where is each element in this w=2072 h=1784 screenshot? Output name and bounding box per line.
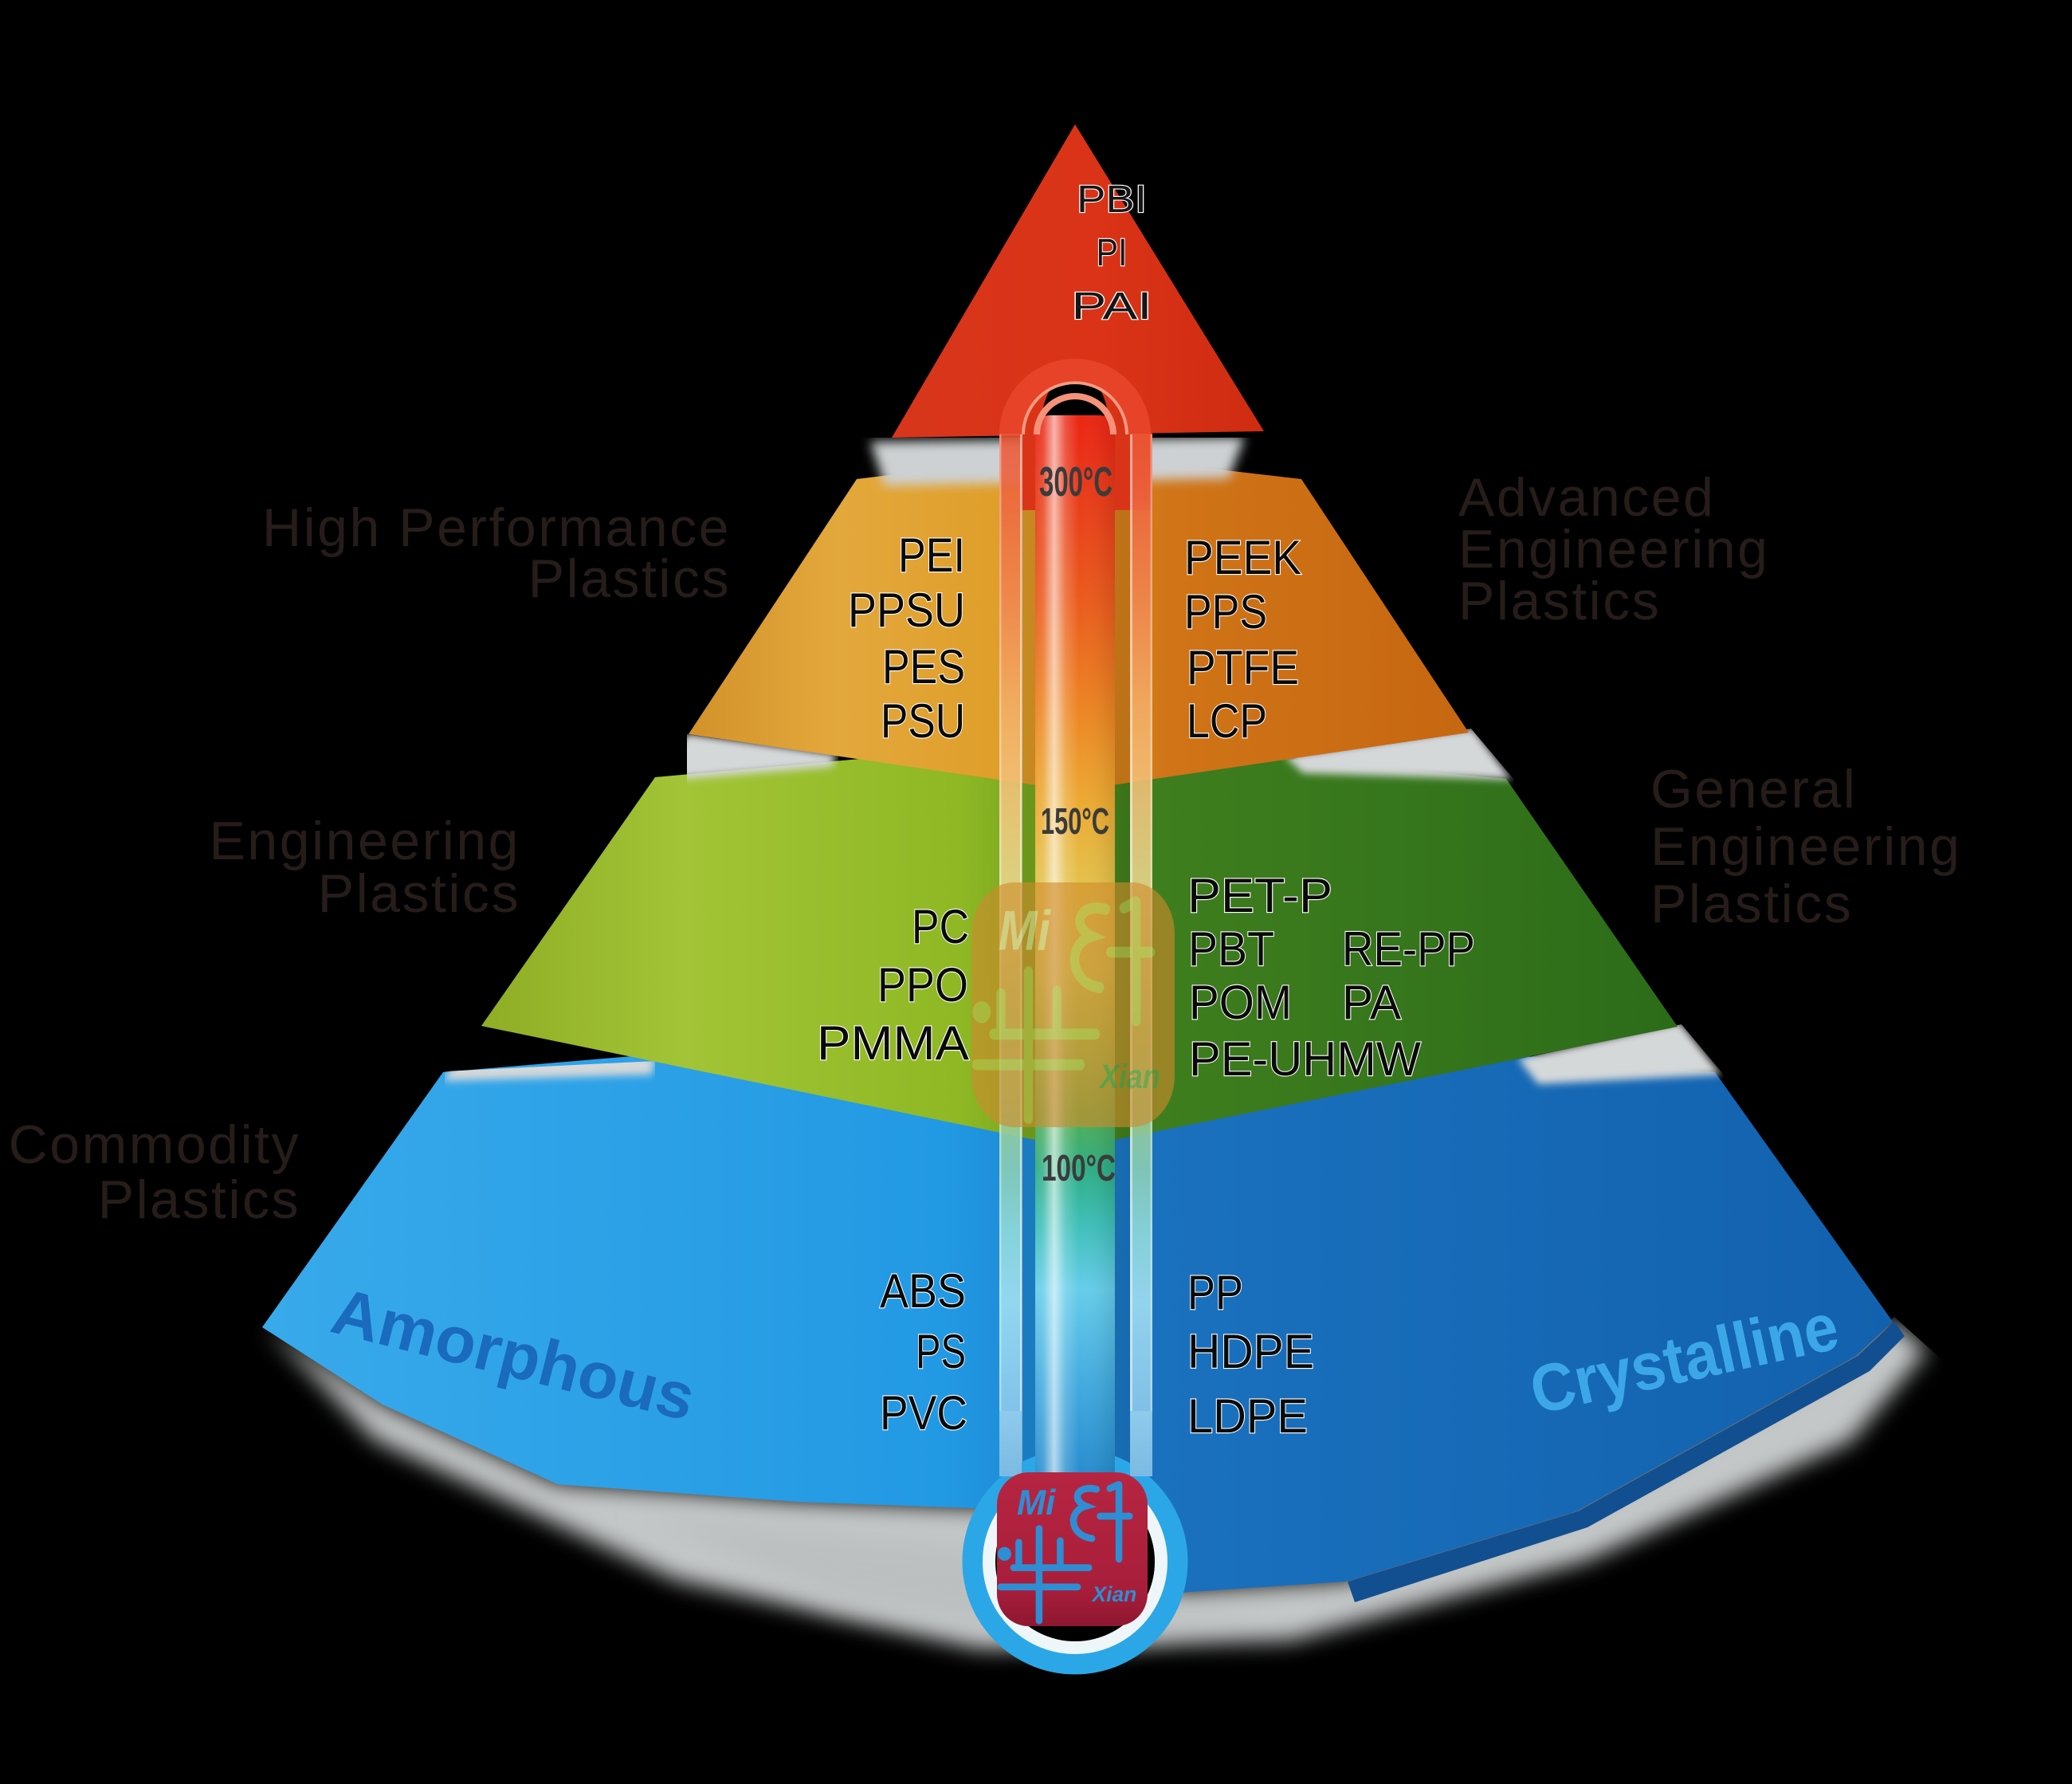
svg-text:POM: POM — [1189, 976, 1292, 1029]
svg-text:PS: PS — [916, 1325, 966, 1378]
svg-text:Mi: Mi — [1017, 1483, 1056, 1523]
svg-text:PP: PP — [1187, 1266, 1243, 1319]
svg-text:PPS: PPS — [1184, 585, 1267, 639]
svg-text:PC: PC — [912, 900, 969, 953]
svg-text:PA: PA — [1342, 976, 1401, 1029]
svg-text:PE-UHMW: PE-UHMW — [1189, 1032, 1421, 1086]
svg-text:Plastics: Plastics — [1650, 874, 1853, 934]
svg-text:150°C: 150°C — [1041, 800, 1109, 842]
svg-text:Engineering: Engineering — [1650, 816, 1961, 877]
svg-text:Plastics: Plastics — [1458, 571, 1661, 631]
svg-text:General: General — [1650, 759, 1857, 819]
svg-text:PEI: PEI — [898, 529, 965, 582]
svg-text:Xian: Xian — [1098, 1058, 1160, 1096]
svg-text:Plastics: Plastics — [318, 863, 520, 924]
svg-text:PES: PES — [882, 640, 965, 694]
svg-text:Plastics: Plastics — [98, 1169, 300, 1230]
svg-text:LCP: LCP — [1187, 694, 1267, 748]
svg-text:300°C: 300°C — [1039, 459, 1113, 505]
svg-text:Mi: Mi — [999, 898, 1052, 961]
svg-text:Engineering: Engineering — [210, 811, 520, 871]
svg-text:PPSU: PPSU — [848, 584, 965, 637]
svg-text:Commodity: Commodity — [9, 1114, 300, 1175]
svg-text:PAI: PAI — [1072, 285, 1152, 328]
svg-text:PBT: PBT — [1188, 922, 1274, 976]
svg-text:Plastics: Plastics — [528, 548, 731, 609]
svg-text:PTFE: PTFE — [1187, 641, 1299, 694]
svg-text:PBI: PBI — [1077, 179, 1147, 221]
svg-text:PVC: PVC — [880, 1386, 967, 1440]
svg-text:PI: PI — [1097, 232, 1128, 274]
svg-text:PMMA: PMMA — [817, 1016, 969, 1070]
svg-text:Advanced: Advanced — [1458, 467, 1715, 528]
svg-text:Xian: Xian — [1091, 1582, 1137, 1606]
svg-text:Engineering: Engineering — [1458, 519, 1769, 580]
svg-text:PSU: PSU — [881, 694, 965, 748]
svg-text:LDPE: LDPE — [1187, 1389, 1308, 1443]
svg-text:RE-PP: RE-PP — [1342, 922, 1475, 976]
svg-text:PET-P: PET-P — [1187, 869, 1332, 922]
svg-text:HDPE: HDPE — [1187, 1325, 1314, 1378]
svg-text:PEEK: PEEK — [1184, 531, 1301, 584]
svg-text:ABS: ABS — [880, 1264, 966, 1318]
svg-text:PPO: PPO — [877, 958, 968, 1012]
svg-text:100°C: 100°C — [1042, 1147, 1116, 1189]
svg-text:High Performance: High Performance — [262, 497, 731, 558]
